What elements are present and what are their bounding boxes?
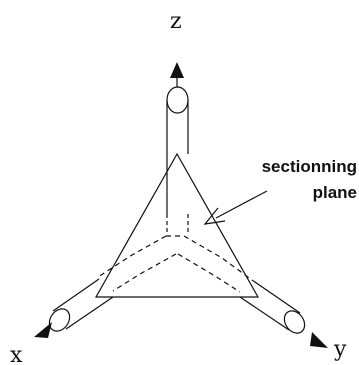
hidden-edges: [97, 235, 253, 293]
x-axis-rod: [48, 278, 114, 332]
annotation-line-2: plane: [313, 183, 357, 202]
y-axis-rod: [239, 279, 306, 334]
z-axis-rod: [166, 86, 189, 235]
y-axis-arrowhead: [310, 332, 328, 348]
annotation-leader-line: [215, 190, 268, 219]
x-axis-label: x: [10, 343, 23, 365]
sectioning-plane: [94, 152, 260, 298]
annotation-line-1: sectionning: [262, 157, 357, 176]
z-axis-arrowhead: [170, 62, 184, 78]
annotation-leader-arrowhead: [203, 207, 226, 225]
x-axis-arrowhead: [34, 322, 52, 338]
y-axis-label: y: [333, 337, 347, 362]
z-axis-label: z: [170, 9, 182, 34]
